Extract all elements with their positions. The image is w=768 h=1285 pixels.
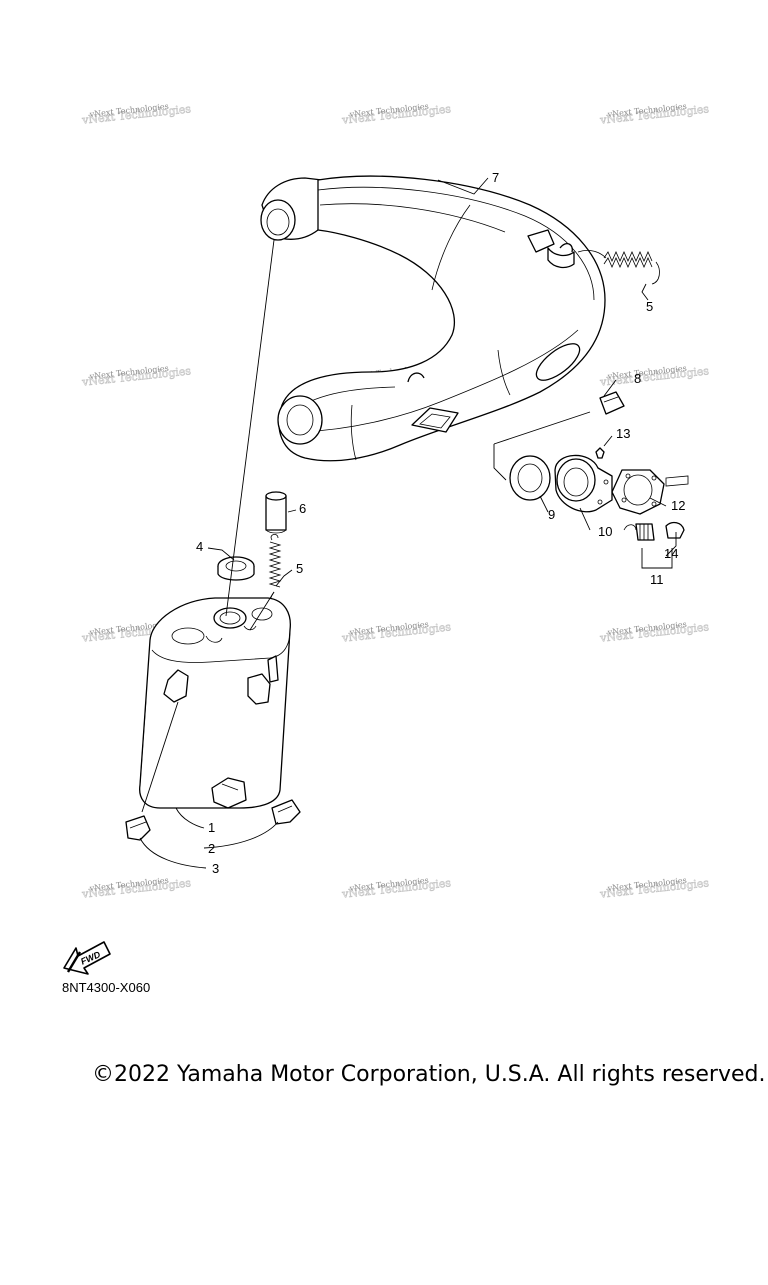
copyright-notice: ©2022 Yamaha Motor Corporation, U.S.A. A… bbox=[92, 1062, 766, 1087]
watermark: vNext Technologies vNext Technologies bbox=[598, 620, 710, 645]
watermark: vNext Technologies vNext Technologies bbox=[80, 102, 192, 127]
spring-part-14 bbox=[623, 521, 685, 541]
watermark: vNext Technologies vNext Technologies bbox=[598, 102, 710, 127]
callout-7: 7 bbox=[492, 170, 499, 185]
callout-6: 6 bbox=[299, 501, 306, 516]
callout-5-lower: 5 bbox=[296, 561, 303, 576]
gasket-part-9 bbox=[509, 455, 551, 501]
bolt-part-13 bbox=[595, 447, 605, 459]
callout-12: 12 bbox=[671, 498, 685, 513]
callout-9: 9 bbox=[548, 507, 555, 522]
assembly-lines bbox=[139, 177, 677, 869]
sleeve-part-6 bbox=[265, 491, 287, 534]
gasket-plate-part-12 bbox=[611, 469, 689, 515]
diagram-code: 8NT4300-X060 bbox=[62, 980, 151, 995]
watermark: vNext Technologies vNext Technologies bbox=[340, 876, 452, 901]
rubber-mount-part-2 bbox=[271, 799, 301, 825]
callout-3: 3 bbox=[212, 861, 219, 876]
grommet-part-4 bbox=[217, 556, 255, 581]
watermark: vNext Technologies vNext Technologies bbox=[598, 364, 710, 389]
rubber-mount-part-3 bbox=[125, 815, 151, 841]
watermark: vNext Technologies vNext Technologies bbox=[80, 364, 192, 389]
callout-13: 13 bbox=[616, 426, 630, 441]
callout-5-upper: 5 bbox=[646, 299, 653, 314]
watermark: vNext Technologies vNext Technologies bbox=[340, 102, 452, 127]
callout-10: 10 bbox=[598, 524, 612, 539]
rubber-mount-part-8 bbox=[599, 391, 625, 415]
spring-part-5-upper bbox=[577, 250, 660, 285]
callout-2: 2 bbox=[208, 841, 215, 856]
callout-8: 8 bbox=[634, 371, 641, 386]
callout-labels: 1 2 3 4 5 5 6 7 8 9 10 11 12 13 14 bbox=[196, 170, 685, 876]
muffler-part-1 bbox=[139, 597, 291, 809]
watermark: vNext Technologies vNext Technologies bbox=[598, 876, 710, 901]
watermark: vNext Technologies vNext Technologies bbox=[80, 876, 192, 901]
callout-1: 1 bbox=[208, 820, 215, 835]
exhaust-pipe-part-7 bbox=[260, 175, 606, 462]
watermark: vNext Technologies vNext Technologies bbox=[340, 620, 452, 645]
callout-4: 4 bbox=[196, 539, 203, 554]
joint-part-10 bbox=[554, 454, 613, 513]
callout-14: 14 bbox=[664, 546, 678, 561]
fwd-arrow-icon: FWD bbox=[63, 941, 111, 975]
callout-11: 11 bbox=[650, 572, 664, 587]
